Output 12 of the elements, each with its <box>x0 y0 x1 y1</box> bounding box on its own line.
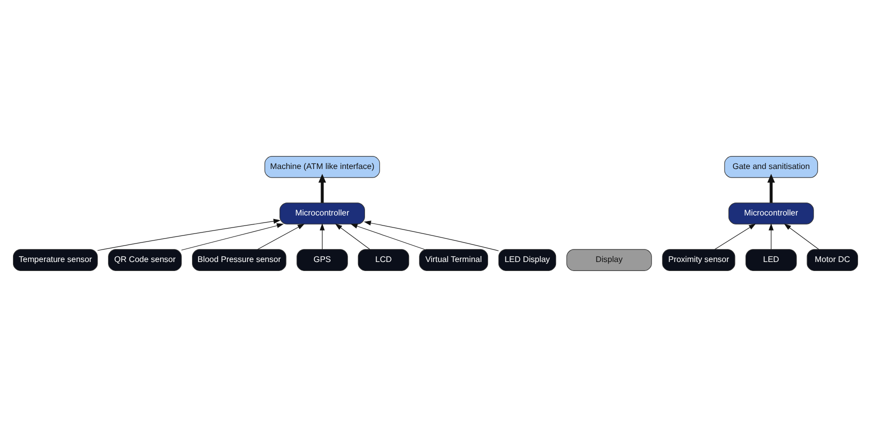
arrow <box>767 173 775 202</box>
arrow <box>784 223 820 250</box>
arrow <box>320 222 325 250</box>
arrow <box>714 223 756 250</box>
arrow <box>350 223 425 250</box>
arrow <box>768 222 774 250</box>
arrow <box>318 173 326 202</box>
arrow <box>97 218 281 250</box>
arrow <box>181 222 284 250</box>
arrow <box>257 223 305 250</box>
arrow <box>364 220 499 251</box>
arrow <box>335 223 370 250</box>
